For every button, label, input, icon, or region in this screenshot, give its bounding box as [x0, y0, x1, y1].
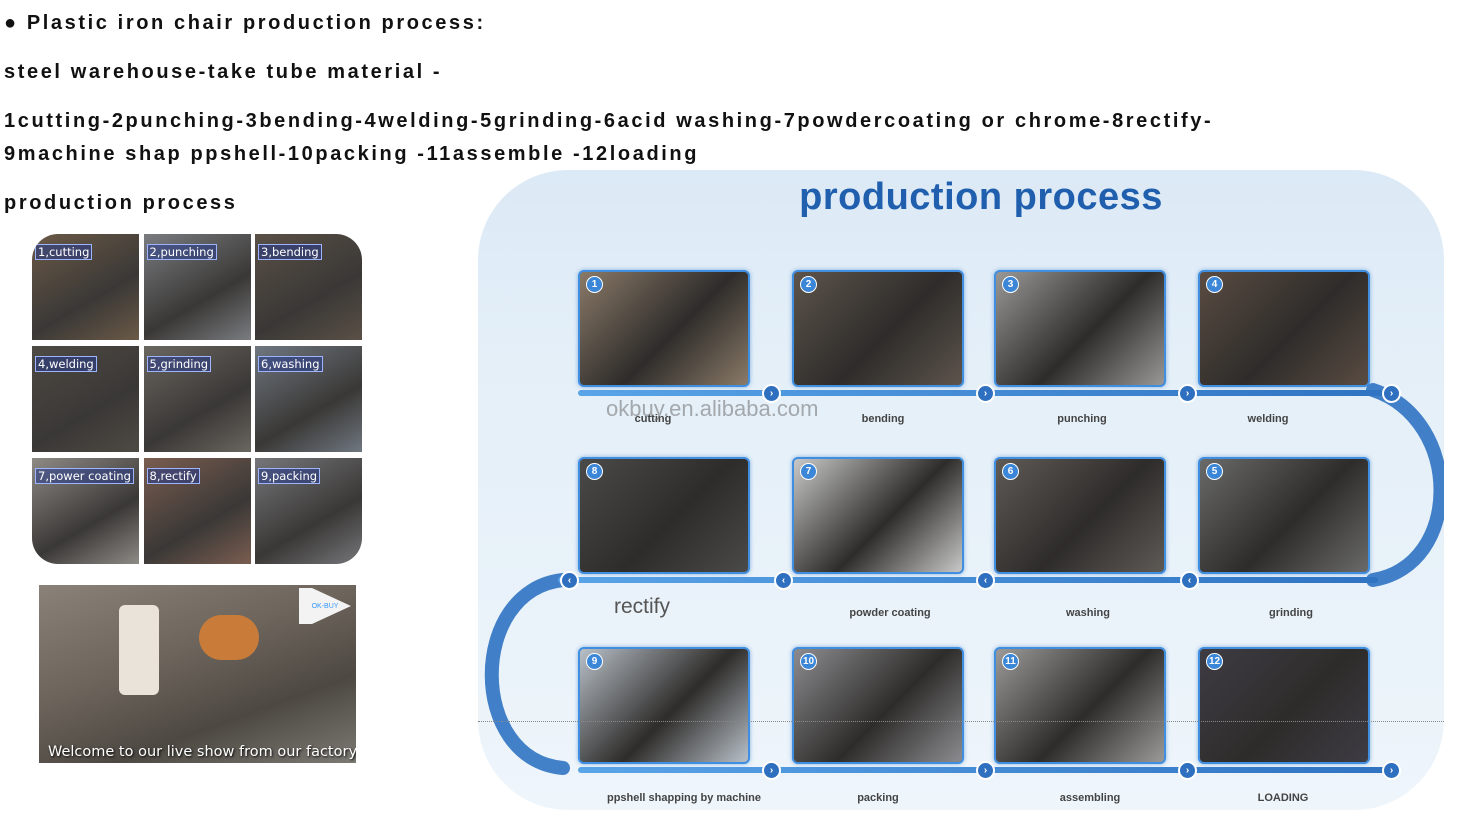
step-number-badge: 1 [586, 276, 603, 293]
step-photo-frame: 6 [994, 457, 1166, 574]
arrow-right-icon: › [1178, 384, 1197, 403]
step-number-badge: 11 [1002, 653, 1019, 670]
step-label: grinding [1269, 607, 1313, 619]
step-number-badge: 5 [1206, 463, 1223, 480]
step-photo [996, 272, 1164, 385]
grid-photo-label: 1,cutting [35, 244, 93, 260]
step-photo [580, 649, 748, 762]
step-number-badge: 9 [586, 653, 603, 670]
text-line-warehouse: steel warehouse-take tube material - [4, 61, 443, 83]
grid-photo-label: 9,packing [258, 468, 321, 484]
arrow-right-icon: › [976, 384, 995, 403]
heading-line: ● Plastic iron chair production process: [4, 12, 486, 34]
step-photo [996, 649, 1164, 762]
grid-photo: 6,washing [255, 346, 362, 452]
factory-video-thumbnail[interactable]: OK-BUY Welcome to our live show from our… [39, 585, 356, 763]
step-number-badge: 6 [1002, 463, 1019, 480]
grid-photo: 9,packing [255, 458, 362, 564]
step-number-badge: 8 [586, 463, 603, 480]
step-photo-frame: 1 [578, 270, 750, 387]
worker-figure [119, 605, 159, 695]
step-photo [996, 459, 1164, 572]
step-photo [1200, 649, 1368, 762]
grid-photo-label: 6,washing [258, 356, 323, 372]
grid-photo-label: 4,welding [35, 356, 97, 372]
step-photo-frame: 11 [994, 647, 1166, 764]
text-line-steps-2: 9machine shap ppshell-10packing -11assem… [4, 143, 700, 165]
process-track [558, 577, 1378, 583]
step-label: assembling [1059, 792, 1121, 804]
step-number-badge: 2 [800, 276, 817, 293]
grid-photo: 8,rectify [143, 458, 251, 564]
arrow-left-icon: ‹ [560, 571, 579, 590]
step-photo [580, 459, 748, 572]
arrow-right-icon: › [1178, 761, 1197, 780]
step-label: punching [1057, 413, 1107, 425]
grid-photo: 2,punching [143, 234, 251, 340]
grid-photo: 3,bending [255, 234, 362, 340]
step-label: powder coating [849, 607, 931, 619]
dotted-divider [478, 721, 1444, 722]
step-photo-frame: 10 [792, 647, 964, 764]
grid-photo: 7,power coating [32, 458, 139, 564]
step-photo-frame: 8 [578, 457, 750, 574]
step-photo-frame: 7 [792, 457, 964, 574]
arrow-right-icon: › [1382, 761, 1401, 780]
grid-photo: 4,welding [32, 346, 139, 452]
step-photo-frame: 12 [1198, 647, 1370, 764]
factory-caption: Welcome to our live show from our factor… [48, 744, 356, 760]
step-photo [1200, 459, 1368, 572]
step-number-badge: 12 [1206, 653, 1223, 670]
step-number-badge: 3 [1002, 276, 1019, 293]
grid-photo-label: 8,rectify [146, 468, 200, 484]
step-photo [794, 272, 962, 385]
step-label: cutting [634, 413, 672, 425]
step-photo [1200, 272, 1368, 385]
step-number-badge: 10 [800, 653, 817, 670]
process-photo-grid: 1,cutting 2,punching 3,bending 4,welding 5,g… [32, 234, 362, 564]
arrow-right-icon: › [976, 761, 995, 780]
step-photo-frame: 4 [1198, 270, 1370, 387]
step-label: welding [1247, 413, 1289, 425]
grid-photo: 5,grinding [143, 346, 251, 452]
arrow-left-icon: ‹ [976, 571, 995, 590]
step-number-badge: 4 [1206, 276, 1223, 293]
step-photo [794, 649, 962, 762]
step-photo [794, 459, 962, 572]
rectify-label: rectify [614, 595, 671, 618]
step-label: LOADING [1257, 792, 1309, 804]
arrow-right-icon: › [762, 761, 781, 780]
text-line-production-process: production process [4, 192, 238, 214]
step-photo [580, 272, 748, 385]
okbuy-logo: OK-BUY [299, 588, 351, 624]
step-photo-frame: 5 [1198, 457, 1370, 574]
text-line-steps-1: 1cutting-2punching-3bending-4welding-5gr… [4, 110, 1214, 132]
arrow-left-icon: ‹ [1180, 571, 1199, 590]
cutting-machine [199, 615, 259, 660]
grid-photo-label: 3,bending [258, 244, 322, 260]
step-number-badge: 7 [800, 463, 817, 480]
arrow-left-icon: ‹ [774, 571, 793, 590]
process-path [484, 383, 1444, 775]
grid-photo-label: 2,punching [146, 244, 217, 260]
step-photo-frame: 9 [578, 647, 750, 764]
arrow-right-icon: › [1382, 384, 1401, 403]
watermark-text: okbuy.en.alibaba.com [606, 396, 819, 421]
step-label: ppshell shapping by machine [606, 792, 762, 804]
step-photo-frame: 2 [792, 270, 964, 387]
step-label: washing [1065, 607, 1110, 619]
step-label: packing [857, 792, 899, 804]
step-label: bending [861, 413, 905, 425]
grid-photo: 1,cutting [32, 234, 139, 340]
grid-photo-label: 5,grinding [146, 356, 212, 372]
grid-photo-label: 7,power coating [35, 468, 134, 484]
arrow-right-icon: › [762, 384, 781, 403]
panel-title: production process [799, 176, 1163, 218]
step-photo-frame: 3 [994, 270, 1166, 387]
